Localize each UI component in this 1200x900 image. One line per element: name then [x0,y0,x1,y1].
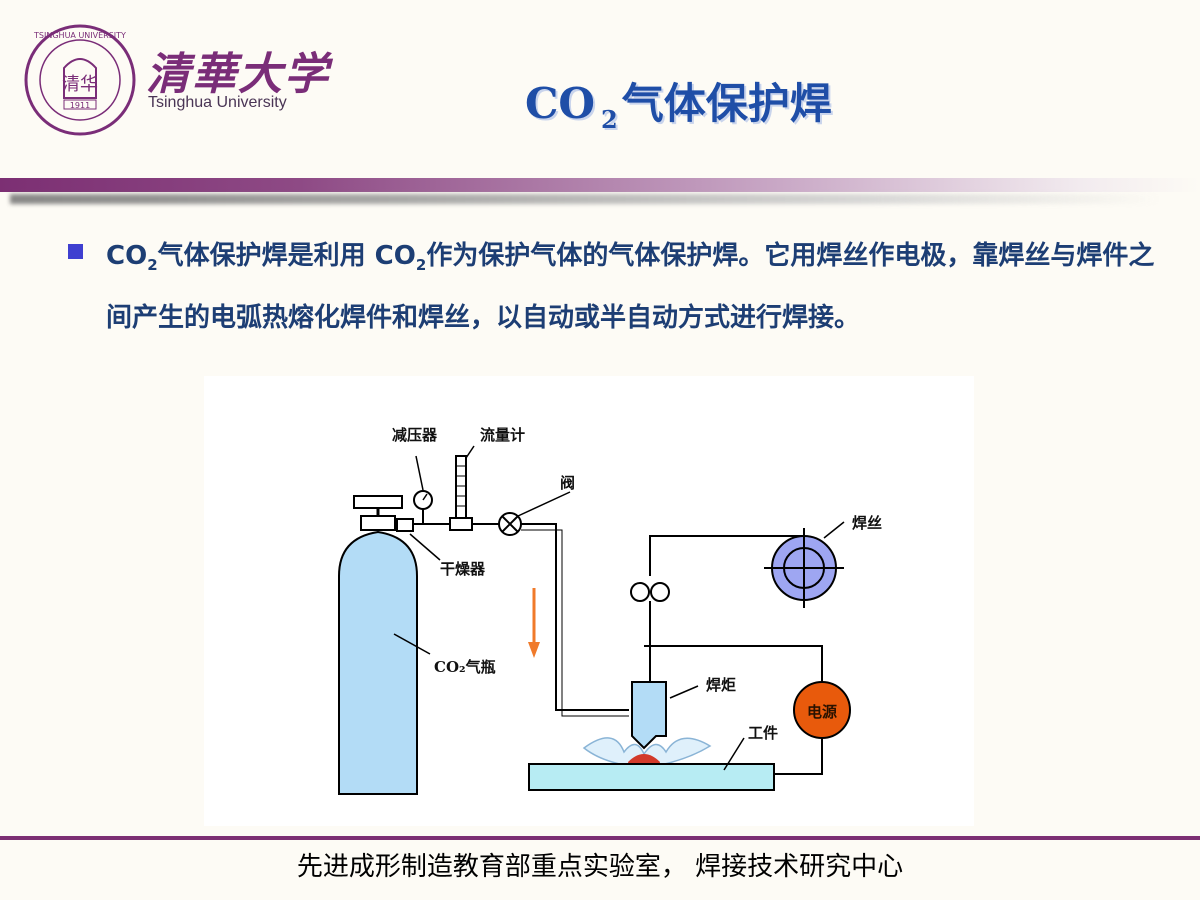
co2-welding-diagram: 电源 减压器 流量计 阀 干燥器 焊丝 焊炬 工件 CO₂气瓶 [204,376,974,826]
label-torch: 焊炬 [706,676,736,694]
co2-cylinder [338,495,418,795]
label-wire: 焊丝 [852,514,882,532]
bullet-marker [68,244,83,259]
svg-text:清华: 清华 [62,74,98,95]
header-divider-bar [0,178,1200,192]
footer-text: 先进成形制造教育部重点实验室， 焊接技术研究中心 [296,852,904,882]
university-seal-logo: 清华 1911 TSINGHUA UNIVERSITY [24,24,136,136]
brand-english-name: Tsinghua University [148,94,287,111]
label-dryer: 干燥器 [440,560,486,578]
label-power-source: 电源 [807,703,837,721]
label-workpiece: 工件 [748,724,778,742]
label-reducer: 减压器 [392,426,438,444]
footer-divider [0,836,1200,840]
label-flowmeter: 流量计 [480,426,525,444]
bullet-text: CO2气体保护焊是利用 CO2作为保护气体的气体保护焊。它用焊丝作电极，靠焊丝与… [106,241,1155,333]
label-cylinder: CO₂气瓶 [434,658,496,676]
label-valve: 阀 [560,474,575,492]
svg-text:1911: 1911 [70,101,90,110]
brand-chinese-name: 清華大学 [146,49,330,100]
svg-text:TSINGHUA UNIVERSITY: TSINGHUA UNIVERSITY [33,31,126,40]
header-divider-shadow [10,194,1160,204]
